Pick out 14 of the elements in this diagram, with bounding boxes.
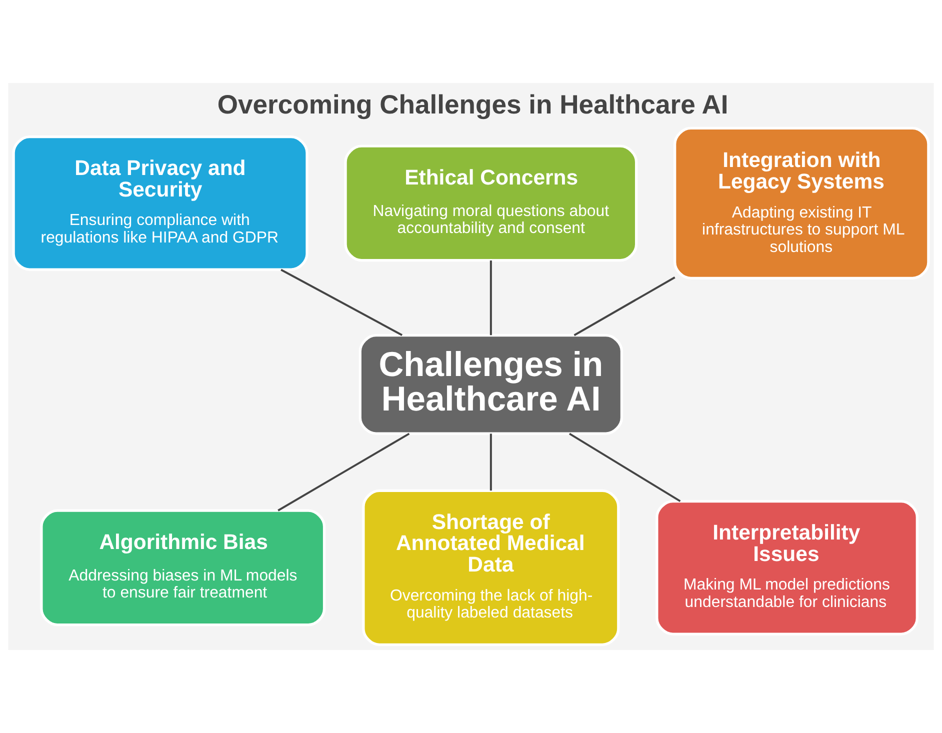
node-box: Ethical Concerns Navigating moral questions about accountability and consent: [344, 144, 638, 262]
node-box: Shortage of Annotated Medical Data Overcoming the lack of high-quality labeled datasets: [362, 489, 620, 646]
connector: [278, 432, 410, 512]
node-box: Integration with Legacy Systems Adapting existing IT infrastructures to support ML solutions: [674, 126, 930, 280]
connector: [280, 268, 403, 336]
node-box: Challenges in Healthcare AI: [358, 334, 624, 435]
connector: [490, 434, 492, 491]
diagram-title: Overcoming Challenges in Healthcare AI: [217, 90, 728, 120]
node-box: Data Privacy and Security Ensuring compliance with regulations like HIPAA and GDPR: [12, 135, 308, 271]
connector: [568, 432, 681, 502]
node-box: Algorithmic Bias Addressing biases in ML models to ensure fair treatment: [40, 509, 326, 626]
connector: [574, 276, 676, 336]
node-box: Interpretability Issues Making ML model predictions understandable for clinicians: [656, 500, 918, 636]
connector: [490, 260, 492, 336]
